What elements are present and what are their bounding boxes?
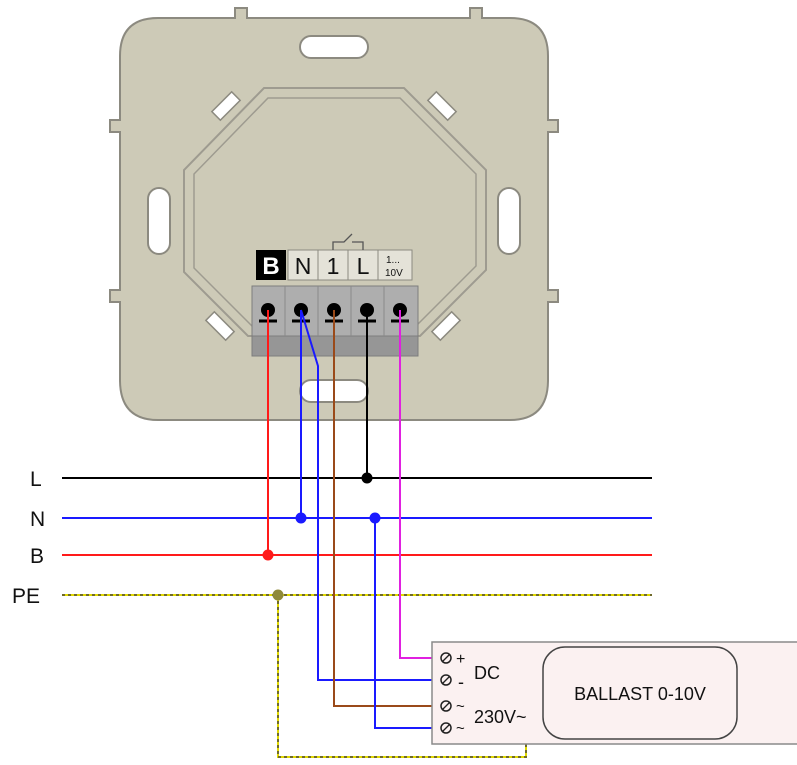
terminal-label-strip	[287, 249, 413, 281]
terminal-labels: B N 1 L 1... 10V	[256, 233, 413, 281]
octagon-outer	[183, 87, 487, 337]
right-slot	[497, 187, 521, 255]
wire-n-bus-to-ac	[374, 518, 444, 729]
ballast-terminal-ac-1[interactable]	[440, 700, 452, 712]
wire-pe-dash	[277, 595, 527, 758]
terminal-1-label: 1	[327, 253, 340, 279]
ballast-ac-sign-2: ~	[456, 720, 465, 737]
notch-bottom-right	[430, 310, 462, 342]
ballast-dc-label: DC	[474, 663, 500, 683]
junction-pe	[272, 589, 284, 601]
top-slot	[299, 35, 369, 59]
ballast-inner	[542, 646, 738, 740]
notch-bottom-left	[204, 310, 236, 342]
ballast-ac-sign-1: ~	[456, 698, 465, 715]
terminal-n-label: N	[295, 253, 312, 279]
notch-top-left	[210, 90, 242, 122]
ballast-terminal-dc-minus[interactable]	[440, 674, 452, 686]
junction-n-1	[295, 512, 307, 524]
ballast-dc-plus-sign: +	[456, 651, 465, 668]
junctions	[262, 472, 381, 601]
wire-10v-to-dc-plus	[399, 310, 444, 659]
wire-1-to-ac	[333, 310, 444, 707]
ballast-dc-minus-sign: -	[458, 672, 464, 692]
junction-n-2	[369, 512, 381, 524]
terminal-v-top-label: 1...	[386, 255, 400, 266]
terminal-l-label: L	[357, 253, 370, 279]
bus-label-pe: PE	[12, 585, 40, 608]
ballast-terminal-ac-2[interactable]	[440, 722, 452, 734]
mounting-plate	[109, 7, 559, 421]
ballast: BALLAST 0-10V + - DC ~ ~ 230V~	[431, 641, 797, 745]
left-slot	[147, 187, 171, 255]
bus-lines: L N B PE	[12, 468, 652, 608]
bus-label-b: B	[30, 545, 44, 568]
junction-b	[262, 549, 274, 561]
notch-top-right	[426, 90, 458, 122]
wire-n-to-dc-minus	[300, 309, 444, 681]
bus-label-n: N	[30, 508, 45, 531]
ballast-title: BALLAST 0-10V	[574, 684, 706, 704]
terminal-v-bottom-label: 10V	[385, 268, 403, 279]
relay-symbol	[332, 233, 364, 250]
bus-label-l: L	[30, 468, 42, 491]
terminal-b-label: B	[262, 253, 279, 280]
ballast-terminal-dc-plus[interactable]	[440, 652, 452, 664]
wires	[267, 309, 527, 758]
junction-l	[361, 472, 373, 484]
terminal-b-box	[256, 250, 286, 280]
ballast-ac-label: 230V~	[474, 707, 527, 727]
